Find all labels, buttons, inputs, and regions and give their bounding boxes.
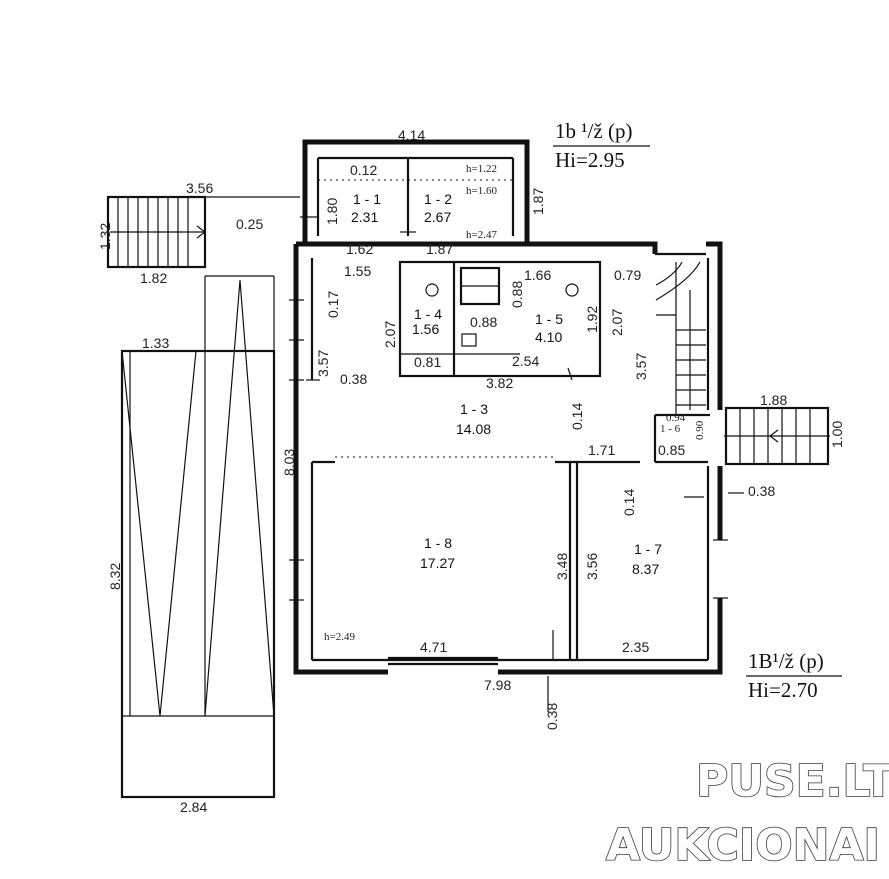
- dim-right-stair-depth: 1.00: [829, 421, 845, 448]
- dim-right-stair-width: 1.88: [760, 392, 787, 408]
- room-1-2-id: 1 - 2: [424, 191, 452, 207]
- dim-r15-width: 1.66: [524, 267, 551, 283]
- dim-right-038: 0.38: [748, 483, 775, 499]
- dim-r8-depth: 3.48: [554, 553, 570, 580]
- height-label: h=2.47: [466, 229, 497, 241]
- dim-stair-357: 3.57: [633, 353, 649, 380]
- dim-left-stair-width: 1.32: [97, 223, 113, 250]
- lower-building-code: 1B¹/ž (p): [748, 649, 824, 673]
- dim-terrace-depth: 8.32: [107, 563, 123, 590]
- dim-porch-offset: 0.25: [236, 216, 263, 232]
- dim-r14-width: 0.81: [414, 354, 441, 370]
- upper-building-code: 1b ¹/ž (p): [555, 119, 632, 143]
- dim-overall-height: 8.03: [281, 449, 297, 476]
- height-label: h=1.22: [466, 163, 497, 175]
- height-label: h=1.60: [466, 185, 497, 197]
- dim-left-038: 0.38: [340, 371, 367, 387]
- room-1-4-area: 1.56: [412, 321, 439, 337]
- dim-r7-width: 2.35: [622, 639, 649, 655]
- dim-hall-014: 0.14: [569, 403, 585, 430]
- dim-terrace-width: 2.84: [180, 799, 207, 815]
- vestibule-walls: [300, 139, 530, 244]
- watermark-line1: PUSE.LT: [696, 756, 889, 807]
- dim-top-width: 4.14: [398, 127, 425, 143]
- watermark-line2: AUKCIONAI: [606, 820, 880, 871]
- dim-vestibule-depth: 1.87: [530, 188, 546, 215]
- dim-wall-017: 0.17: [325, 291, 341, 318]
- dim-r17-171: 1.71: [588, 442, 615, 458]
- dim-total-width: 7.98: [484, 677, 511, 693]
- room-1-3-id: 1 - 3: [460, 401, 488, 417]
- dim-left-jamb: 1.55: [344, 263, 371, 279]
- dim-r11-depth: 1.80: [324, 198, 340, 225]
- dim-r15-len: 2.54: [512, 353, 539, 369]
- dim-bottom-038: 0.38: [544, 703, 560, 730]
- dim-r12-wall: 1.87: [426, 241, 453, 257]
- dim-terrace-133: 1.33: [142, 335, 169, 351]
- dim-r14-depth: 2.07: [382, 321, 398, 348]
- dim-porch-width: 3.56: [186, 180, 213, 196]
- lower-building-height: Hi=2.70: [748, 678, 818, 702]
- dim-stair-079: 0.79: [614, 267, 641, 283]
- dim-r11-width: 0.12: [350, 162, 377, 178]
- room-1-7-id: 1 - 7: [634, 541, 662, 557]
- dim-r15-depth: 1.92: [584, 306, 600, 333]
- room-1-5-area: 4.10: [535, 329, 562, 345]
- right-entrance-stairs: [724, 406, 830, 466]
- dim-r15-inner: 0.88: [470, 314, 497, 330]
- dim-r8-width: 4.71: [420, 639, 447, 655]
- room-1-4-id: 1 - 4: [414, 306, 442, 322]
- dim-r11-wall: 1.62: [346, 241, 373, 257]
- dim-r16-094: 0.94: [666, 412, 686, 424]
- dimension-ticks: [306, 367, 744, 712]
- room-1-6-id: 1 - 6: [660, 423, 681, 435]
- room-1-8-area: 17.27: [420, 555, 455, 571]
- room-1-7-area: 8.37: [632, 561, 659, 577]
- main-walls: [289, 241, 728, 675]
- upper-building-height: Hi=2.95: [555, 148, 625, 172]
- room-1-8-id: 1 - 8: [424, 535, 452, 551]
- room-1-2-area: 2.67: [424, 209, 451, 225]
- dim-left-357: 3.57: [315, 350, 331, 377]
- left-entrance-stairs: [106, 195, 300, 269]
- dim-r17-014: 0.14: [621, 489, 637, 516]
- dim-r7-depth: 3.56: [584, 553, 600, 580]
- dim-r16-085: 0.85: [658, 442, 685, 458]
- dim-r15-door: 0.88: [509, 281, 525, 308]
- room-1-1-id: 1 - 1: [353, 191, 381, 207]
- dim-left-stair-length: 1.82: [140, 270, 167, 286]
- terrace: [120, 275, 276, 799]
- room-1-5-id: 1 - 5: [535, 311, 563, 327]
- height-label: h=2.49: [324, 631, 355, 643]
- dim-bath-width: 3.82: [486, 375, 513, 391]
- fixtures: [425, 266, 579, 347]
- room-1-3-area: 14.08: [456, 421, 491, 437]
- dim-stair-207: 2.07: [609, 309, 625, 336]
- room-1-6-area: 0.90: [694, 420, 706, 440]
- room-1-1-area: 2.31: [351, 209, 378, 225]
- interior-stair: [655, 261, 706, 415]
